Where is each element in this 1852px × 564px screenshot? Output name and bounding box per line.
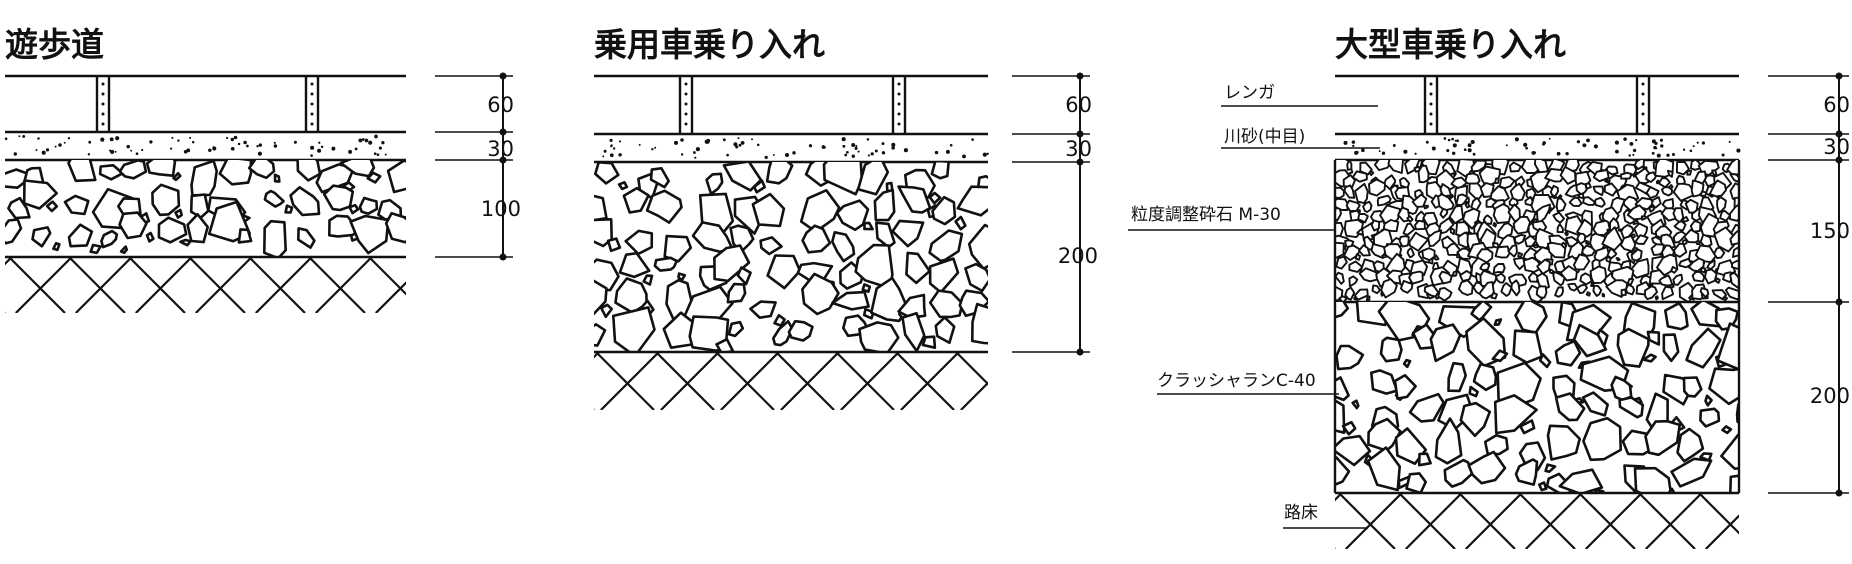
subgrade-layer: [1335, 493, 1739, 549]
layer-label-gravel: クラッシャランC-40: [1157, 371, 1316, 391]
section-title: 遊歩道: [5, 25, 104, 64]
layer-graphics: [594, 74, 989, 410]
sand-layer: [4, 134, 406, 162]
brick-layer: [1335, 74, 1739, 136]
dimension-line: [435, 72, 513, 261]
gravel-layer: [1335, 160, 1739, 302]
dimension-label: 30: [1823, 135, 1850, 159]
dimension-line: [1012, 72, 1090, 356]
section-walkway: 遊歩道 60 30 100: [4, 25, 521, 313]
dimension-label: 60: [1065, 93, 1092, 117]
gravel-layer: [5, 160, 406, 257]
layer-label-sand: 川砂(中目): [1224, 127, 1305, 147]
sand-layer: [1335, 137, 1741, 162]
dimension-label: 30: [487, 137, 514, 161]
dimension-label: 100: [481, 197, 521, 221]
leader-lines: [1128, 105, 1380, 529]
brick-layer: [5, 74, 406, 134]
layer-graphics: [1333, 74, 1741, 549]
dimension-label: 150: [1810, 219, 1850, 243]
section-passenger-car: 乗用車乗り入れ 60 30 200: [594, 25, 1098, 410]
dimension-label: 60: [1823, 93, 1850, 117]
subgrade-layer: [5, 257, 406, 313]
section-heavy-vehicle: 大型車乗り入れ 60 30 150 200 レンガ 川砂(中目) 粒: [1128, 25, 1850, 549]
sand-layer: [594, 137, 989, 164]
section-title: 乗用車乗り入れ: [594, 25, 825, 64]
dimension-line: [1768, 72, 1849, 497]
dimension-label: 30: [1065, 137, 1092, 161]
brick-layer: [594, 74, 988, 136]
dimension-label: 200: [1058, 244, 1098, 268]
layer-label-subgrade: 路床: [1284, 503, 1318, 523]
dimension-label: 60: [487, 93, 514, 117]
layer-graphics: [4, 74, 406, 313]
subgrade-layer: [594, 352, 988, 410]
layer-label-brick: レンガ: [1224, 83, 1275, 103]
gravel-layer: [1335, 302, 1739, 493]
section-title: 大型車乗り入れ: [1335, 25, 1566, 64]
dimension-label: 200: [1810, 384, 1850, 408]
gravel-layer: [594, 162, 988, 352]
layer-label-fine-gravel: 粒度調整砕石 M-30: [1131, 205, 1281, 225]
